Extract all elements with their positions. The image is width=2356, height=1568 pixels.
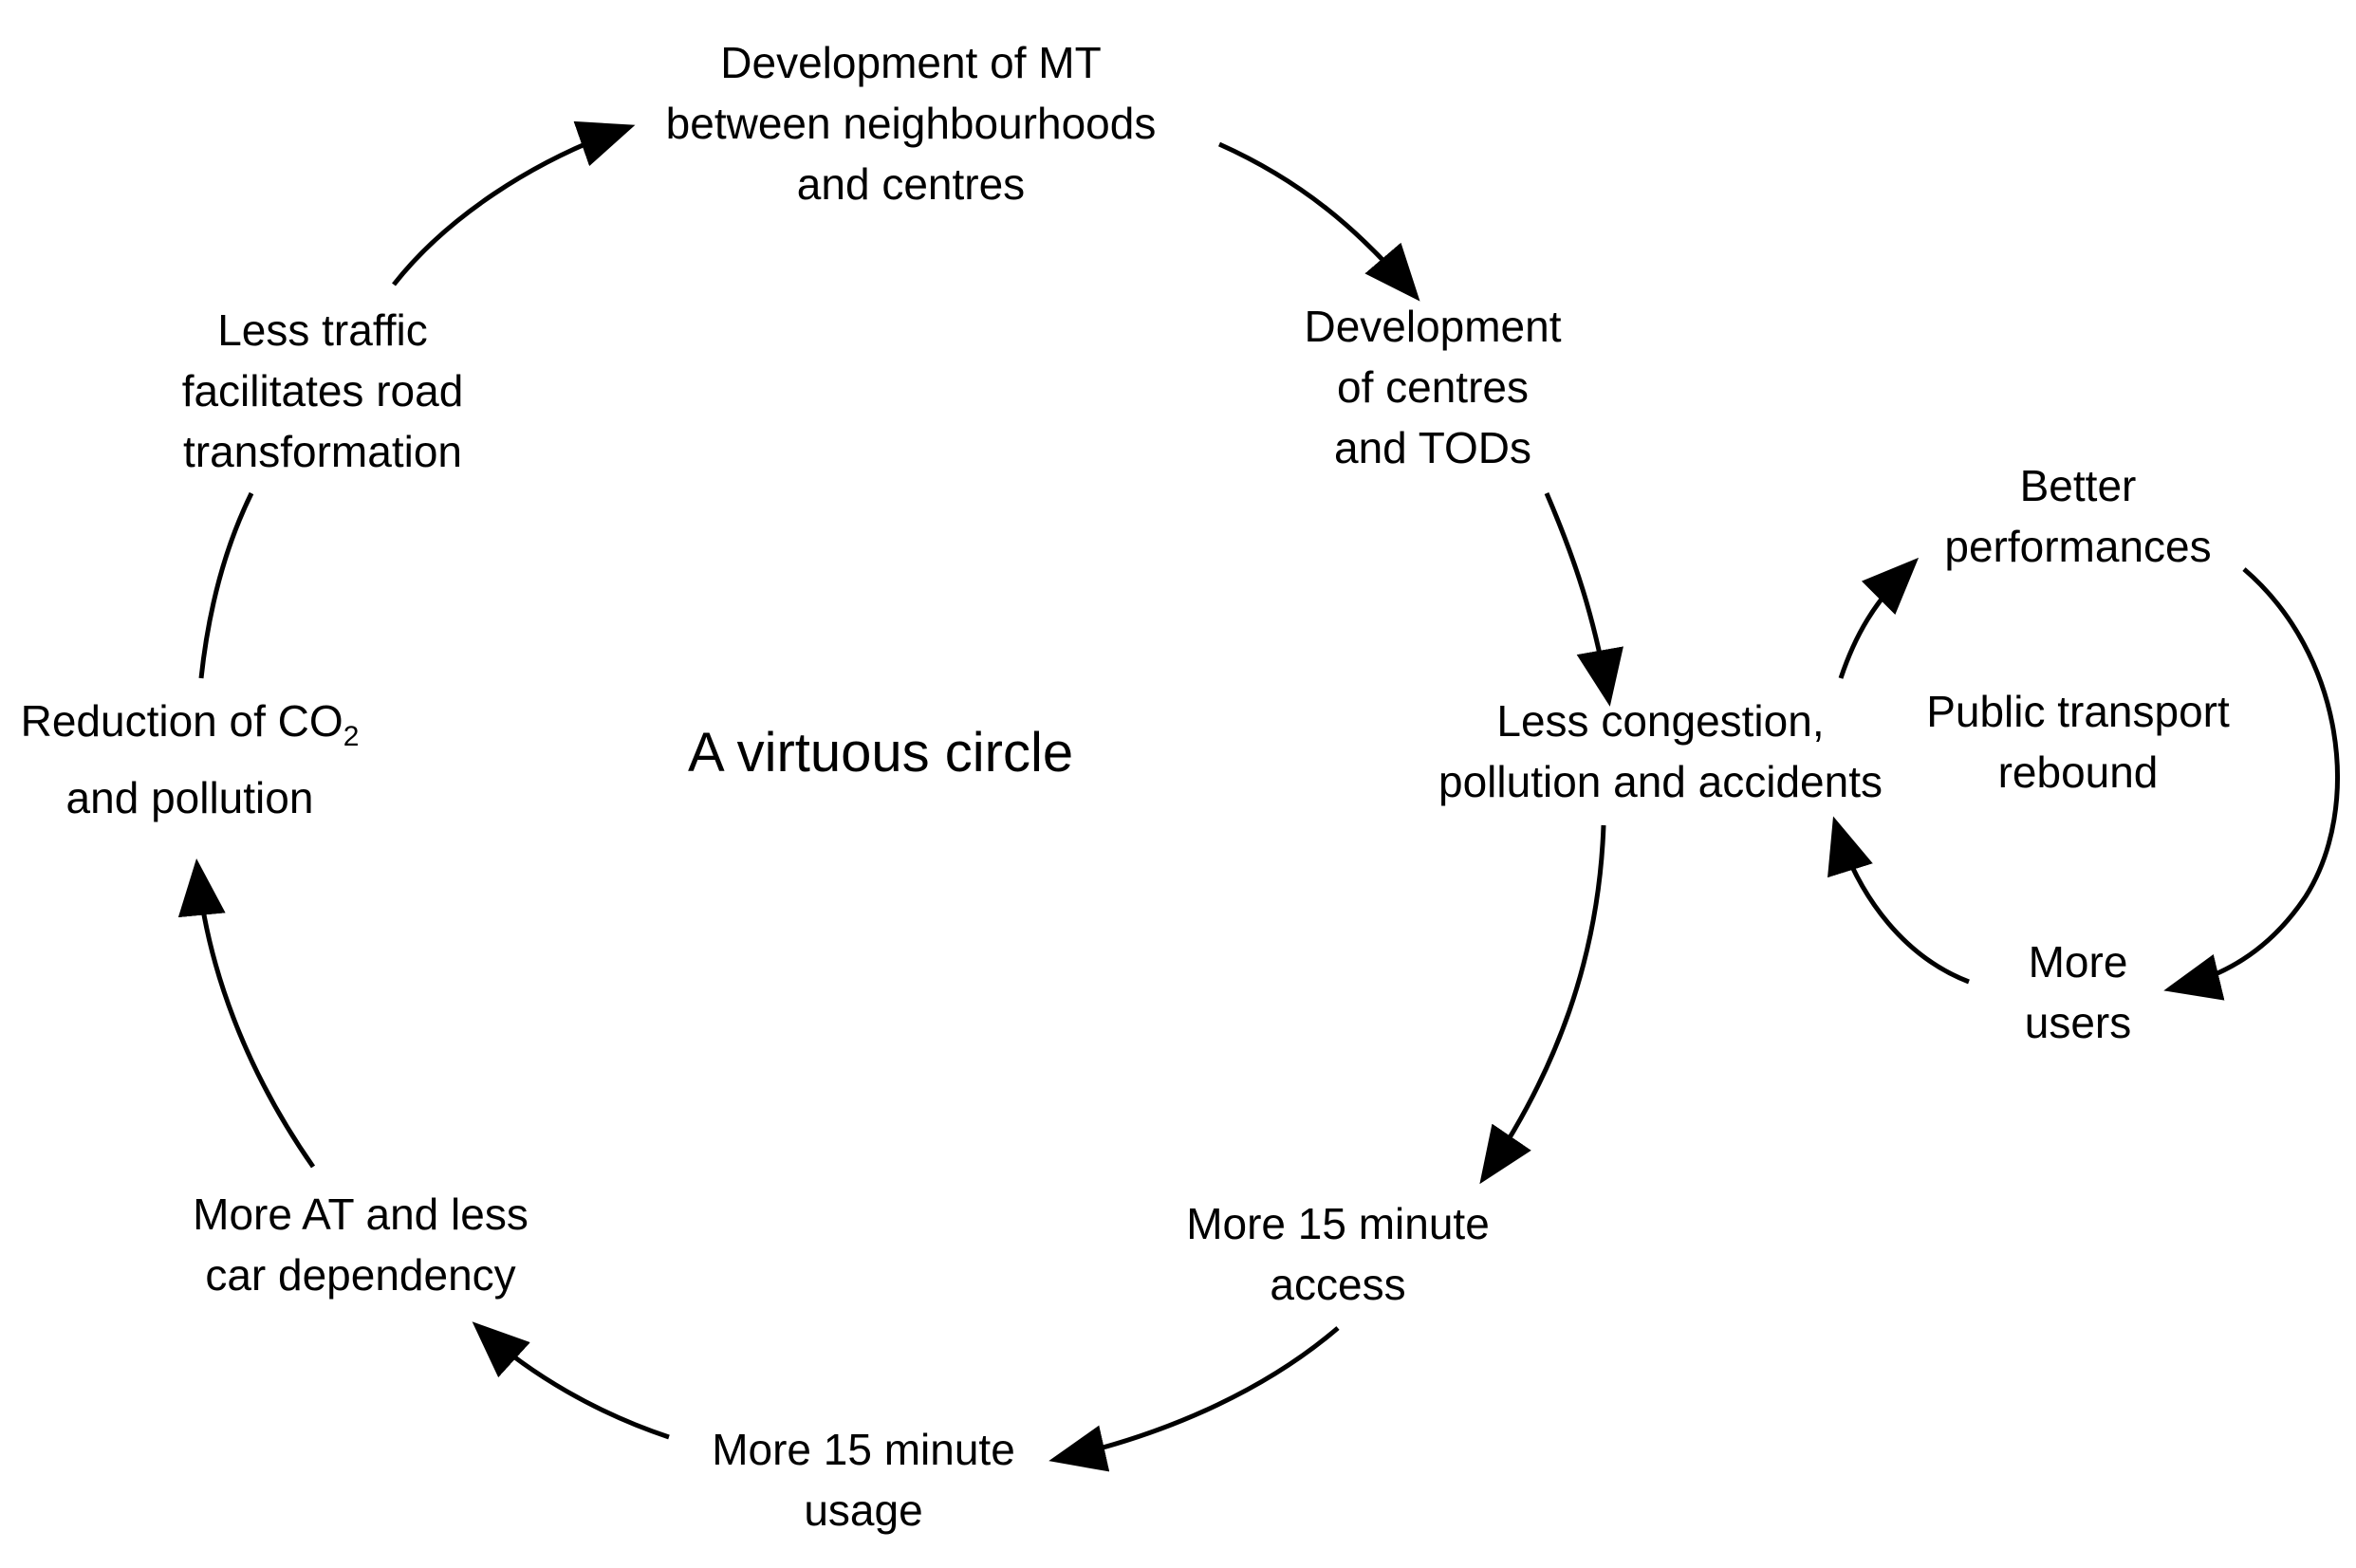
node-development-of-centres: Development of centres and TODs [1234,296,1632,478]
diagram-title: A virtuous circle [688,722,1074,784]
node-less-congestion: Less congestion, pollution and accidents [1404,691,1917,812]
node-co2-line-1: Reduction of CO2 [0,691,380,767]
node-better-performances: Better performances [1907,455,2249,577]
arrow-mt-to-centres [1217,141,1420,302]
node-centres-line-3: and TODs [1334,423,1531,472]
node-co2-subscript: 2 [343,721,360,752]
node-rebound-line-1: Public transport [1926,687,2230,736]
node-public-transport-rebound: Public transport rebound [1888,681,2268,802]
arrow-congestion-to-access [1479,824,1606,1185]
node-at-line-2: car dependency [205,1250,516,1300]
node-usage-line-2: usage [804,1485,923,1535]
node-mt-line-2: between neighbourhoods [665,99,1157,148]
node-access-line-1: More 15 minute [1186,1199,1490,1248]
node-traffic-line-2: facilitates road [181,366,464,415]
node-reduction-of-co2: Reduction of CO2 and pollution [0,691,380,828]
node-traffic-line-1: Less traffic [217,305,428,355]
node-rebound-line-2: rebound [1997,747,2159,797]
node-access-line-2: access [1270,1260,1406,1309]
node-more-15-minute-usage: More 15 minute usage [664,1419,1063,1540]
arrow-access-to-usage [1048,1326,1340,1472]
node-more-at: More AT and less car dependency [152,1184,569,1305]
node-users-line-1: More [2028,937,2128,987]
node-mt-line-3: and centres [796,159,1026,209]
node-co2-prefix: Reduction of CO [20,696,343,746]
node-centres-line-1: Development [1304,302,1562,351]
node-performances-line-2: performances [1944,522,2212,571]
node-congestion-line-1: Less congestion, [1496,696,1825,746]
node-users-line-2: users [2024,998,2132,1047]
node-more-15-minute-access: More 15 minute access [1139,1193,1537,1315]
node-usage-line-1: More 15 minute [712,1425,1015,1474]
node-less-traffic: Less traffic facilitates road transforma… [123,300,522,482]
arrow-at-to-co2 [177,858,316,1169]
node-at-line-1: More AT and less [193,1190,529,1239]
arrow-centres-to-congestion [1544,492,1623,707]
arrow-traffic-to-mt [392,120,636,286]
node-centres-line-2: of centres [1337,362,1529,412]
node-co2-line-2: and pollution [65,773,314,822]
arrow-congestion-to-performances [1838,557,1920,679]
arrow-performances-to-users [2163,567,2340,1001]
line-co2-to-traffic [198,491,254,679]
node-more-users: More users [1983,932,2173,1053]
node-congestion-line-2: pollution and accidents [1438,757,1883,806]
node-traffic-line-3: transformation [182,427,462,476]
node-mt-line-1: Development of MT [720,38,1102,87]
node-performances-line-1: Better [2019,461,2137,510]
arrow-users-to-congestion [1827,816,1970,985]
arrow-usage-to-at [472,1321,670,1440]
node-development-of-mt: Development of MT between neighbourhoods… [598,32,1224,214]
